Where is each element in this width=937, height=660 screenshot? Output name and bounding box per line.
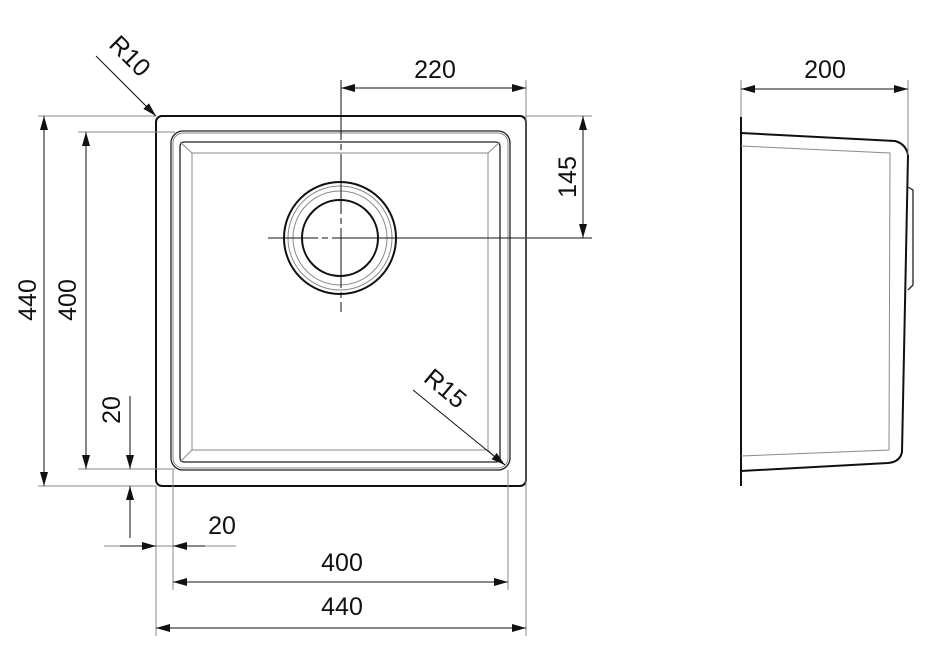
- dim-label-r10: R10: [104, 30, 156, 82]
- dim-label-r15: R15: [419, 363, 472, 414]
- dim-label-20-vertical: 20: [98, 396, 126, 424]
- dim-label-400-horizontal: 400: [321, 549, 363, 577]
- corner-bevels: [179, 141, 501, 463]
- dim-label-145: 145: [554, 156, 582, 198]
- dim-label-400-vertical: 400: [54, 279, 82, 321]
- leader-r10: [95, 55, 157, 117]
- extension-lines: [38, 80, 592, 636]
- side-view: 200: [740, 56, 914, 486]
- plan-view: 220 145 440 400 20 20 400 440 R10 R15: [14, 30, 592, 636]
- dim-label-440-vertical: 440: [14, 279, 42, 321]
- leader-r15: [412, 389, 506, 466]
- drain-protrusion: [907, 186, 914, 291]
- dim-label-440-horizontal: 440: [321, 593, 363, 621]
- bowl-floor: [191, 152, 489, 451]
- dim-label-200: 200: [804, 56, 846, 84]
- side-profile-outline: [740, 132, 910, 472]
- dim-label-20-horizontal: 20: [208, 512, 236, 540]
- bowl-rim-inner: [179, 141, 501, 463]
- dim-label-220: 220: [414, 56, 456, 84]
